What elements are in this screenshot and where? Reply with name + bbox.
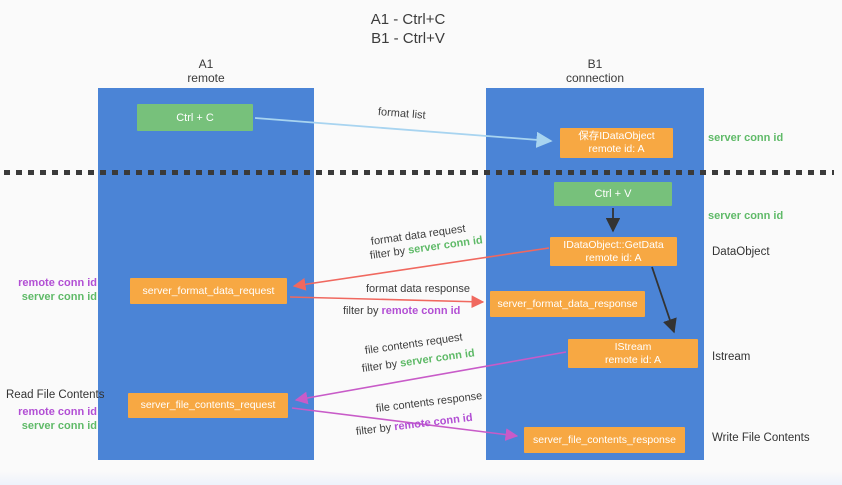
title-line-2: B1 - Ctrl+V	[371, 30, 445, 47]
title-line-1: A1 - Ctrl+C	[370, 11, 446, 28]
getdata-to-istream-arrow	[651, 266, 677, 334]
istream-node: IStream remote id: A	[568, 339, 698, 368]
server-file-contents-response-node: server_file_contents_response	[524, 427, 685, 453]
filter-by-text: filter by	[343, 305, 379, 317]
server-format-data-request-label: server_format_data_request	[142, 284, 275, 297]
column-a1-role: remote	[187, 71, 225, 85]
ctrl-c-node: Ctrl + C	[137, 104, 253, 131]
write-file-contents-annotation: Write File Contents	[712, 432, 810, 444]
server-file-contents-response-label: server_file_contents_response	[532, 433, 676, 446]
remote-conn-id-annotation: remote conn id	[18, 277, 97, 289]
format-data-response-label: format data response	[366, 283, 470, 295]
filter-by-remote-conn-id-label-1: filter by remote conn id	[343, 305, 460, 317]
server-conn-id-annotation: server conn id	[21, 291, 97, 303]
server-file-contents-request-label: server_file_contents_request	[140, 399, 276, 411]
server-file-contents-request-node: server_file_contents_request	[128, 393, 288, 418]
read-file-contents-annotation: Read File Contents	[6, 389, 105, 401]
column-b1-role: connection	[565, 71, 625, 85]
save-idataobject-node: 保存IDataObject remote id: A	[560, 128, 673, 158]
save-idataobject-line1: 保存IDataObject	[578, 130, 655, 142]
ctrl-v-label: Ctrl + V	[594, 188, 632, 200]
remote-conn-id-text: remote conn id	[381, 305, 461, 317]
istream-annotation: Istream	[712, 351, 751, 363]
server-conn-id-annotation-mid: server conn id	[708, 210, 784, 222]
server-format-data-request-node: server_format_data_request	[130, 278, 287, 304]
istream-line2: remote id: A	[604, 353, 662, 366]
ctrl-c-label: Ctrl + C	[176, 111, 214, 124]
getdata-line2: remote id: A	[585, 251, 642, 264]
data-object-annotation: DataObject	[712, 246, 770, 258]
server-conn-id-annotation-top: server conn id	[708, 132, 784, 144]
column-header-b1: B1 connection	[525, 57, 665, 85]
column-a1-name: A1	[198, 57, 214, 71]
format-list-arrow	[254, 117, 553, 148]
getdata-line1: IDataObject::GetData	[563, 238, 664, 251]
column-b1-name: B1	[587, 57, 603, 71]
format-data-response-arrow	[289, 295, 485, 309]
file-contents-request-arrow	[294, 351, 567, 405]
server-format-data-response-node: server_format_data_response	[490, 291, 645, 317]
format-data-response-text: format data response	[366, 283, 470, 295]
column-header-a1: A1 remote	[136, 57, 276, 85]
left-conn-id-stack-file: remote conn id server conn id	[0, 405, 97, 433]
left-conn-id-stack-format: remote conn id server conn id	[0, 276, 97, 304]
format-data-request-arrow	[292, 247, 550, 291]
server-conn-id-annotation: server conn id	[21, 420, 97, 432]
session-divider	[4, 170, 834, 175]
ctrl-v-node: Ctrl + V	[554, 182, 672, 206]
page-title: A1 - Ctrl+C B1 - Ctrl+V	[0, 10, 816, 48]
istream-line1: IStream	[614, 340, 652, 353]
getdata-node: IDataObject::GetData remote id: A	[550, 237, 677, 266]
remote-conn-id-annotation: remote conn id	[18, 406, 97, 418]
bottom-fade	[0, 471, 842, 485]
file-contents-response-arrow	[291, 407, 519, 441]
server-format-data-response-label: server_format_data_response	[497, 297, 638, 310]
save-idataobject-line2: remote id: A	[588, 143, 645, 155]
